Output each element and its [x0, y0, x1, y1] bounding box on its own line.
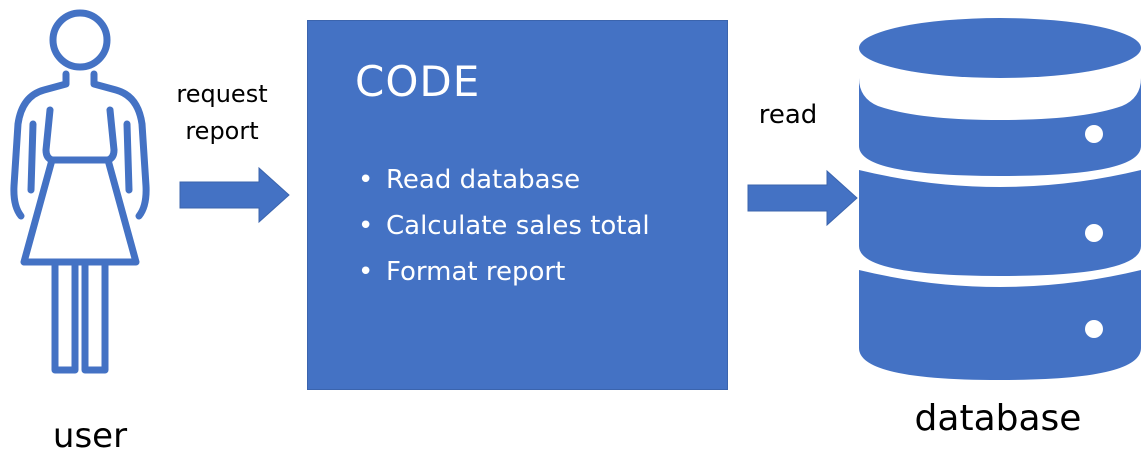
bullet: •	[358, 257, 374, 287]
list-item: • Format report	[355, 249, 650, 295]
list-item-text: Calculate sales total	[386, 211, 650, 241]
code-title: CODE	[355, 57, 481, 106]
right-arrow-icon	[747, 169, 858, 227]
list-item: • Calculate sales total	[355, 203, 650, 249]
list-item: • Read database	[355, 157, 650, 203]
code-box: CODE • Read database • Calculate sales t…	[307, 20, 728, 390]
list-item-text: Format report	[386, 257, 566, 287]
right-arrow-icon	[179, 166, 290, 224]
user-label: user	[52, 416, 128, 456]
person-icon	[10, 9, 150, 374]
database-label: database	[914, 398, 1082, 439]
request-label-line1: request	[176, 80, 268, 108]
bullet: •	[358, 165, 374, 195]
code-steps-list: • Read database • Calculate sales total …	[355, 157, 650, 295]
database-icon	[859, 18, 1141, 380]
list-item-text: Read database	[386, 165, 581, 195]
read-label: read	[758, 100, 818, 130]
request-label-line2: report	[185, 117, 259, 145]
bullet: •	[358, 211, 374, 241]
request-report-label: request report	[158, 76, 286, 150]
